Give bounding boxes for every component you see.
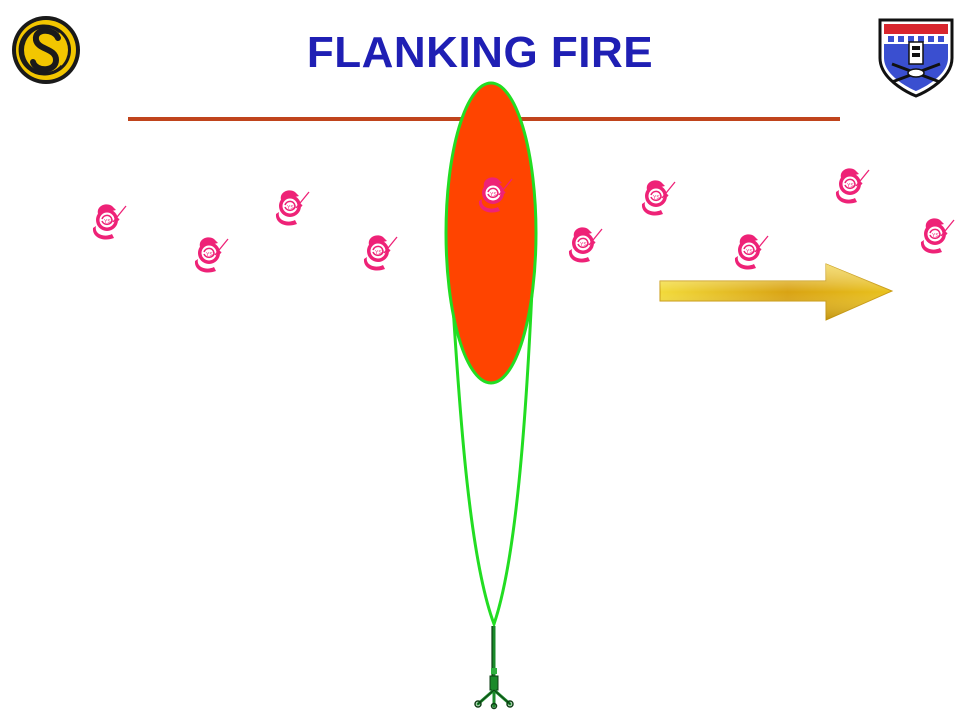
ocs-emblem-icon: [12, 16, 80, 84]
enemy-soldier-icon: [193, 236, 229, 274]
enemy-soldier-icon: [91, 203, 127, 241]
enemy-soldier-icon: [733, 233, 769, 271]
enemy-soldier-icon: [567, 226, 603, 264]
machine-gun-icon: [473, 624, 515, 710]
page-title: FLANKING FIRE: [306, 28, 654, 77]
enemy-soldier-icon: [362, 234, 398, 272]
beaten-zone: [444, 81, 538, 385]
enemy-soldier-icon: [274, 189, 310, 227]
infantry-crest-icon: [878, 18, 954, 98]
enemy-soldier-icon: [640, 179, 676, 217]
enemy-soldier-icon: [834, 167, 870, 205]
enemy-soldier-icon: [919, 217, 955, 255]
arrow-right-icon: [659, 263, 894, 321]
